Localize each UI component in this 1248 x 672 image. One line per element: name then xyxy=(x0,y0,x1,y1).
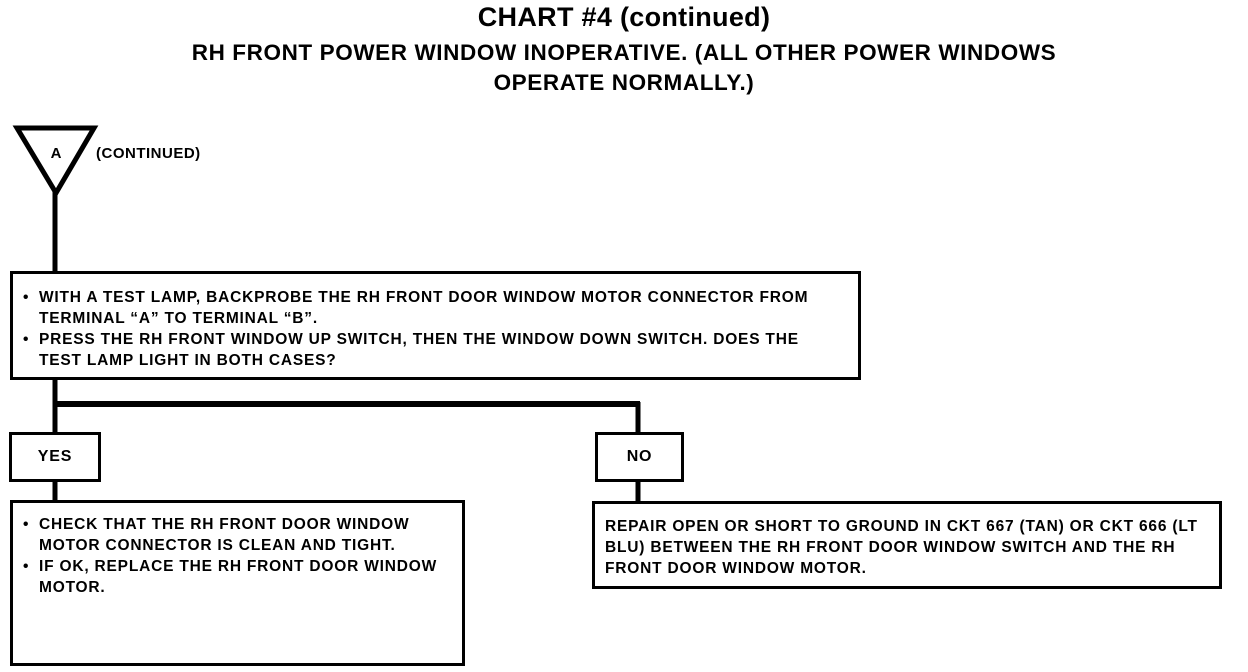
chart-title: CHART #4 (continued) xyxy=(477,2,771,32)
test-step-list: WITH A TEST LAMP, BACKPROBE THE RH FRONT… xyxy=(21,287,846,371)
connector-letter: A xyxy=(50,145,62,162)
no-action-box: REPAIR OPEN OR SHORT TO GROUND IN CKT 66… xyxy=(592,501,1222,589)
test-step-item: PRESS THE RH FRONT WINDOW UP SWITCH, THE… xyxy=(21,329,846,371)
yes-action-list: CHECK THAT THE RH FRONT DOOR WINDOW MOTO… xyxy=(21,514,454,598)
test-step-box: WITH A TEST LAMP, BACKPROBE THE RH FRONT… xyxy=(10,271,861,380)
yes-label: YES xyxy=(37,448,73,465)
yes-action-item: CHECK THAT THE RH FRONT DOOR WINDOW MOTO… xyxy=(21,514,454,556)
no-action-text: REPAIR OPEN OR SHORT TO GROUND IN CKT 66… xyxy=(605,518,1198,577)
no-label: NO xyxy=(626,448,653,465)
continued-label: (CONTINUED) xyxy=(96,145,201,162)
test-step-item: WITH A TEST LAMP, BACKPROBE THE RH FRONT… xyxy=(21,287,846,329)
yes-action-item: IF OK, REPLACE THE RH FRONT DOOR WINDOW … xyxy=(21,556,454,598)
yes-label-box: YES xyxy=(9,432,101,482)
chart-subtitle-line-2: OPERATE NORMALLY.) xyxy=(493,70,755,95)
no-label-box: NO xyxy=(595,432,684,482)
chart-subtitle-line-1: RH FRONT POWER WINDOW INOPERATIVE. (ALL … xyxy=(191,40,1057,65)
chart-subtitle: RH FRONT POWER WINDOW INOPERATIVE. (ALL … xyxy=(0,38,1248,98)
yes-action-box: CHECK THAT THE RH FRONT DOOR WINDOW MOTO… xyxy=(10,500,465,666)
continuation-triangle-icon xyxy=(12,125,99,198)
